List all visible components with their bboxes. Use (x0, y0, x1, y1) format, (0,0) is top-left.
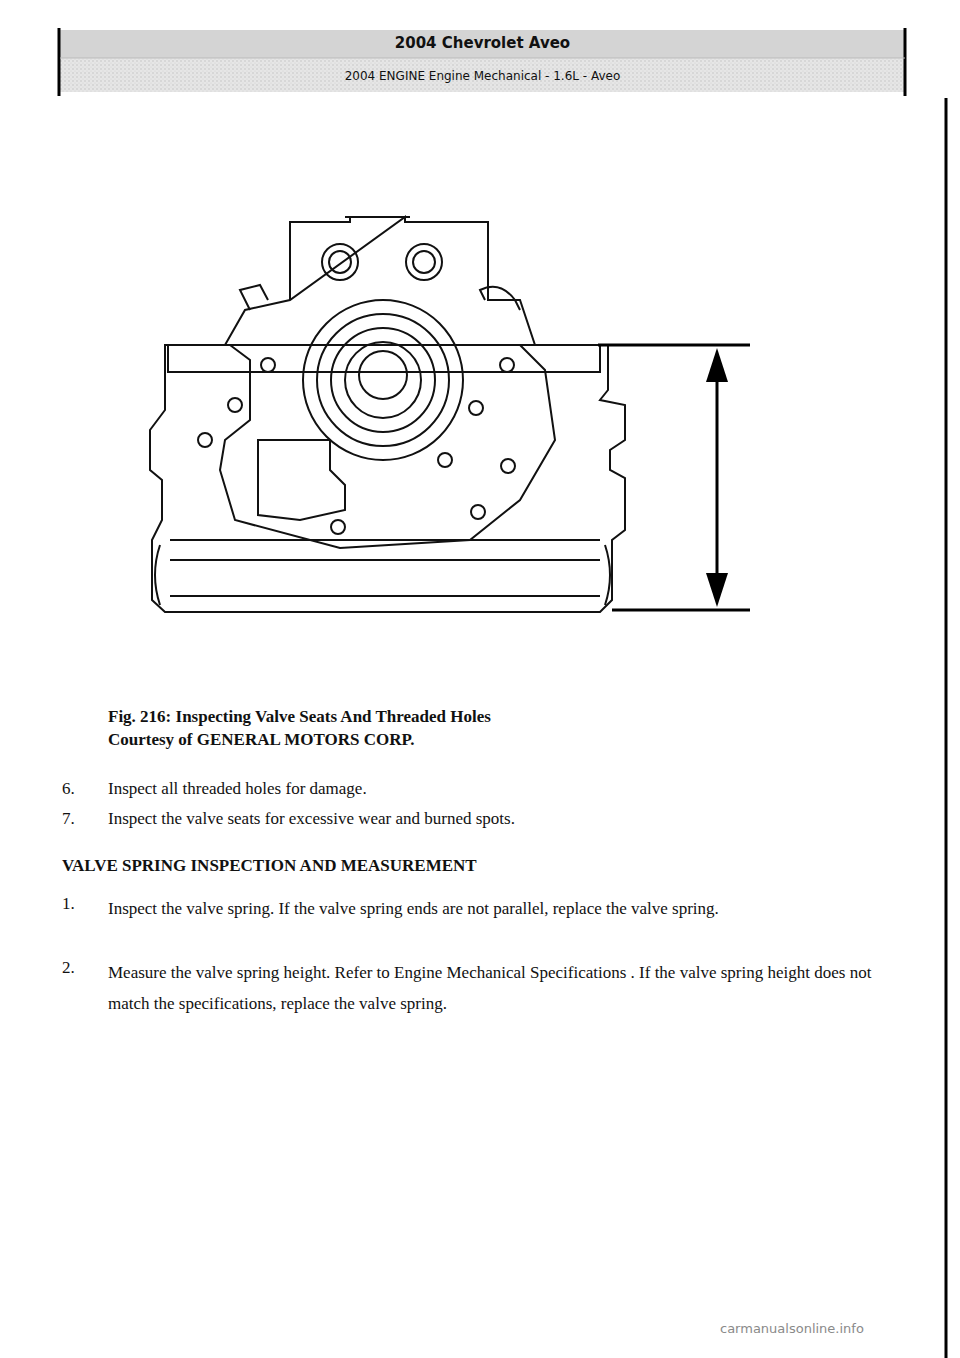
header-bar (59, 28, 905, 96)
step-text: Measure the valve spring height. Refer t… (108, 957, 898, 1019)
step-number: 7. (62, 808, 102, 830)
page-border (945, 98, 948, 1358)
watermark: carmanualsonline.info (720, 1320, 940, 1337)
header-subtitle: 2004 ENGINE Engine Mechanical - 1.6L - A… (60, 68, 905, 84)
step-number: 1. (62, 893, 102, 915)
section-heading: VALVE SPRING INSPECTION AND MEASUREMENT (62, 855, 902, 877)
header-title: 2004 Chevrolet Aveo (60, 33, 905, 53)
dimension-line (598, 345, 750, 610)
cylinder-head-illustration (150, 217, 625, 612)
step-text: Inspect all threaded holes for damage. (108, 778, 898, 800)
figure-caption: Fig. 216: Inspecting Valve Seats And Thr… (108, 706, 888, 728)
step-number: 6. (62, 778, 102, 800)
figure-credit: Courtesy of GENERAL MOTORS CORP. (108, 729, 888, 751)
step-text: Inspect the valve seats for excessive we… (108, 808, 898, 830)
step-text: Inspect the valve spring. If the valve s… (108, 893, 898, 924)
step-number: 2. (62, 957, 102, 979)
